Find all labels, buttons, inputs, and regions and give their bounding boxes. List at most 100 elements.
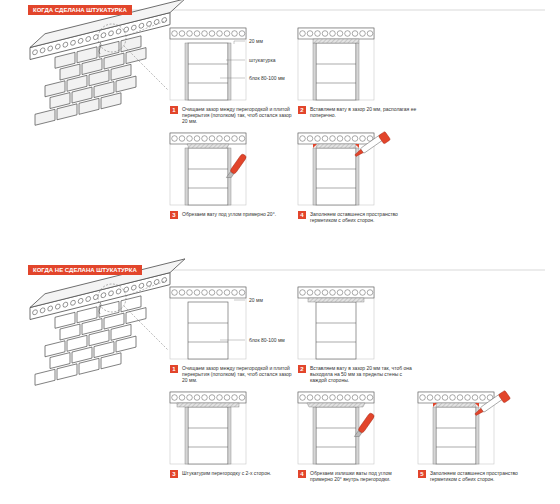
leader-line [220, 78, 245, 79]
drawing-stroke [147, 281, 152, 287]
drawing-stroke [55, 304, 60, 310]
drawing-stroke [232, 395, 238, 401]
drawing-stroke [498, 390, 510, 403]
plaster [356, 43, 359, 100]
knife-icon [226, 153, 248, 180]
drawing-stroke [315, 290, 321, 296]
drawing-stroke [345, 290, 351, 296]
drawing-stroke [139, 23, 144, 29]
drawing-stroke [209, 395, 215, 401]
drawing-stroke [337, 290, 343, 296]
drawing-stroke [315, 31, 321, 37]
drawing-stroke [239, 290, 245, 296]
drawing-stroke [35, 369, 55, 385]
leader-line [234, 300, 245, 301]
drawing-stroke [116, 336, 136, 352]
detail-leader [126, 280, 168, 296]
drawing-stroke [109, 290, 114, 296]
drawing-stroke [360, 31, 366, 37]
slab [298, 133, 374, 144]
drawing-stroke [202, 395, 208, 401]
drawing-stroke [116, 288, 121, 294]
drawing-stroke [63, 42, 68, 48]
slab [170, 28, 246, 39]
drawing-stroke [131, 25, 136, 31]
drawing-stroke [330, 395, 336, 401]
drawing-stroke [79, 358, 99, 374]
drawing-stroke [316, 83, 356, 84]
plaster [313, 43, 316, 100]
knife-icon [354, 412, 376, 439]
drawing-stroke [217, 395, 223, 401]
drawing-stroke [300, 290, 306, 296]
step-caption: 4Заполняем оставшееся пространство герме… [298, 211, 420, 223]
drawing-stroke [93, 294, 98, 300]
step-text: Обрезаем вату под углом примерно 20°. [182, 211, 276, 217]
drawing-stroke [337, 31, 343, 37]
drawing-stroke [188, 188, 228, 189]
drawing-stroke [226, 172, 233, 180]
drawing-stroke [126, 48, 146, 64]
step-caption: 2 Вставляем вату в зазор 20 мм, располага… [298, 106, 420, 118]
drawing-stroke [209, 136, 215, 142]
step-caption: 1Очищаем зазор между перегородкой и плит… [170, 106, 292, 124]
diagram-frame [418, 392, 494, 464]
drawing-stroke [187, 136, 193, 142]
detail-circle [98, 24, 126, 52]
block-wall [316, 407, 356, 464]
mineral-wool [313, 39, 359, 43]
detail-leader [124, 306, 168, 350]
drawing-stroke [224, 136, 230, 142]
step-number: 2 [298, 365, 306, 373]
drawing-stroke [367, 290, 373, 296]
drawing-stroke [131, 285, 136, 291]
drawing-stroke [126, 308, 146, 324]
step-text: Очищаем зазор между перегородкой и плито… [182, 106, 292, 124]
diagram-frame [170, 392, 246, 464]
step-text: Очищаем зазор между перегородкой и плито… [182, 365, 292, 383]
drawing-stroke [172, 395, 178, 401]
drawing-stroke [194, 395, 200, 401]
sealant [433, 403, 437, 407]
step-text: Вставляем вату в зазор 20 мм, располагая… [310, 106, 420, 118]
plaster [185, 148, 188, 205]
drawing-stroke [224, 31, 230, 37]
diagram-frame [170, 28, 246, 100]
drawing-stroke [93, 34, 98, 40]
drawing-stroke [179, 31, 185, 37]
mineral-wool [177, 403, 239, 407]
drawing-stroke [230, 153, 248, 174]
drawing-stroke [436, 447, 476, 448]
drawing-stroke [330, 136, 336, 142]
slab [418, 392, 494, 403]
drawing-stroke [188, 342, 228, 343]
drawing-stroke [48, 45, 53, 51]
detail-leader [126, 20, 168, 36]
drawing-stroke [352, 290, 358, 296]
drawing-stroke [154, 19, 159, 25]
drawing-stroke [239, 395, 245, 401]
drawing-stroke [239, 31, 245, 37]
drawing-stroke [57, 104, 77, 120]
drawing-stroke [154, 279, 159, 285]
block-wall [188, 148, 228, 205]
drawing-stroke [172, 290, 178, 296]
drawing-stroke [101, 93, 121, 109]
drawing-stroke [316, 342, 356, 343]
step-number: 5 [418, 470, 426, 478]
drawing-stroke [86, 36, 91, 42]
block-wall [188, 407, 228, 464]
step-number: 3 [170, 211, 178, 219]
wall-illustration [30, 0, 185, 127]
drawing-stroke [232, 136, 238, 142]
drawing-stroke [367, 395, 373, 401]
step-caption: 1Очищаем зазор между перегородкой и плит… [170, 365, 292, 383]
drawing-stroke [300, 136, 306, 142]
step-number: 2 [298, 106, 306, 114]
plaster [356, 148, 359, 205]
step-caption: 2Вставляем вату в зазор 20 мм так, чтоб … [298, 365, 416, 383]
drawing-stroke [179, 290, 185, 296]
step-caption: 5Заполняем оставшееся пространство герме… [418, 470, 536, 482]
drawing-stroke [48, 305, 53, 311]
drawing-stroke [232, 290, 238, 296]
